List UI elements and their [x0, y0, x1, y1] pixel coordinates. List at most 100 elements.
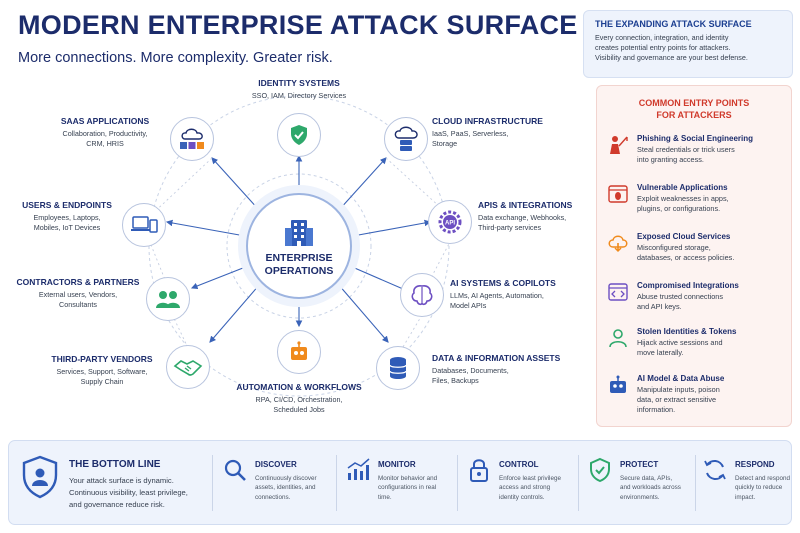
apis-desc: Data exchange, Webhooks,Third-party serv…: [478, 213, 583, 234]
connection-lines: [148, 95, 452, 397]
entry-name: Compromised Integrations: [637, 281, 739, 290]
users-desc-line2: Mobiles, IoT Devices: [33, 223, 101, 233]
page-title: MODERN ENTERPRISE ATTACK SURFACE: [18, 10, 578, 40]
user-identity-icon: [609, 329, 627, 348]
entry-text: Vulnerable Applications Exploit weakness…: [637, 183, 787, 214]
step-desc-line: Continuously discover: [255, 475, 317, 482]
step-desc-line: impact.: [735, 493, 756, 501]
step-desc-line: assets, identities, and: [255, 484, 316, 492]
expanding-title: THE EXPANDING ATTACK SURFACE: [595, 19, 752, 29]
step-desc-line: Detect and respond: [735, 475, 790, 482]
entry-name: Vulnerable Applications: [637, 183, 728, 192]
ai-desc: LLMs, AI Agents, Automation,Model APIs: [450, 291, 575, 312]
robot-icon: [291, 341, 307, 360]
bottom-line-text: Your attack surface is dynamic. Continuo…: [69, 475, 219, 510]
vendors-desc-line1: Services, Support, Software,: [56, 367, 148, 376]
step-name: MONITOR: [378, 460, 416, 469]
expanding-line1: Every connection, integration, and ident…: [595, 33, 729, 42]
users-desc: Employees, Laptops,Mobiles, IoT Devices: [12, 213, 122, 234]
automation-desc-line2: Scheduled Jobs: [273, 405, 325, 415]
ai-node: AI SYSTEMS & COPILOTS LLMs, AI Agents, A…: [450, 278, 575, 312]
automation-desc: RPA, CI/CD, Orchestration,Scheduled Jobs: [224, 395, 374, 416]
entry-title-line1: COMMON ENTRY POINTS: [638, 98, 750, 108]
data-node-circle: [376, 346, 420, 390]
expanding-text: Every connection, integration, and ident…: [595, 33, 781, 63]
saas-node: SAAS APPLICATIONS Collaboration, Product…: [40, 116, 170, 150]
contractors-desc-line1: External users, Vendors,: [38, 290, 118, 299]
shield-check-icon: [291, 125, 307, 145]
apis-desc-line1: Data exchange, Webhooks,: [478, 213, 567, 222]
entry-desc-line: Abuse trusted connections: [637, 292, 723, 301]
vendors-node-circle: [166, 345, 210, 389]
code-window-icon: [608, 283, 628, 301]
enterprise-operations-hub: ENTERPRISE OPERATIONS: [246, 193, 352, 299]
entry-desc-line: Manipulate inputs, poison: [637, 385, 720, 394]
step-desc-line: quickly to reduce: [735, 484, 783, 492]
database-icon: [389, 357, 407, 379]
entry-desc-line: Steal credentials or trick users: [637, 145, 735, 154]
identity-desc: SSO, IAM, Directory Services: [229, 91, 369, 101]
step-name: RESPOND: [735, 460, 775, 469]
step-desc-line: Monitor behavior and: [378, 475, 438, 482]
chart-trend-icon: [347, 458, 370, 480]
center-label: ENTERPRISE OPERATIONS: [265, 252, 334, 278]
cloud-desc-line2: Storage: [432, 139, 458, 149]
data-node: DATA & INFORMATION ASSETS Databases, Doc…: [432, 353, 572, 387]
entry-text: Stolen Identities & Tokens Hijack active…: [637, 327, 787, 358]
apis-desc-line2: Third-party services: [478, 223, 542, 233]
ai-desc-line2: Model APIs: [450, 301, 487, 311]
cloud-node-circle: [384, 117, 428, 161]
entry-name: AI Model & Data Abuse: [637, 374, 725, 383]
entry-name: Stolen Identities & Tokens: [637, 327, 737, 336]
magnifier-icon: [224, 459, 246, 481]
apis-node: APIS & INTEGRATIONS Data exchange, Webho…: [478, 200, 583, 234]
attack-surface-diagram: ENTERPRISE OPERATIONS API IDENTITY SYSTE…: [0, 70, 585, 440]
vendors-desc: Services, Support, Software,Supply Chain: [40, 367, 164, 388]
center-label-line1: ENTERPRISE: [265, 251, 333, 264]
identity-desc-line1: SSO, IAM, Directory Services: [251, 91, 347, 100]
ai-node-circle: [400, 273, 444, 317]
shield-check-outline-icon: [590, 457, 610, 483]
step-desc-line: and workloads across: [620, 484, 681, 492]
divider: [578, 455, 579, 511]
bottom-line1: Your attack surface is dynamic.: [69, 476, 174, 485]
laptop-mobile-icon: [131, 216, 158, 233]
contractors-desc: External users, Vendors,Consultants: [10, 290, 146, 311]
ai-robot-icon: [610, 375, 626, 393]
cloud-desc: IaaS, PaaS, Serverless,Storage: [432, 129, 552, 150]
entry-desc-line: plugins, or configurations.: [637, 204, 721, 214]
step-desc-line: Secure data, APIs,: [620, 475, 673, 482]
step-name: CONTROL: [499, 460, 539, 469]
page-subtitle: More connections. More complexity. Great…: [18, 50, 333, 66]
entry-desc: Exploit weaknesses in apps,plugins, or c…: [637, 194, 787, 214]
entry-desc-line: Misconfigured storage,: [637, 243, 711, 252]
expanding-line2: creates potential entry points for attac…: [595, 43, 731, 53]
automation-title: AUTOMATION & WORKFLOWS: [236, 382, 362, 392]
divider: [336, 455, 337, 511]
center-label-line2: OPERATIONS: [264, 265, 334, 277]
users-node: USERS & ENDPOINTS Employees, Laptops,Mob…: [12, 200, 122, 234]
saas-title: SAAS APPLICATIONS: [60, 116, 150, 126]
entry-text: Phishing & Social Engineering Steal cred…: [637, 134, 787, 165]
people-group-icon: [156, 291, 180, 308]
step-desc-line: environments.: [620, 493, 660, 501]
users-title: USERS & ENDPOINTS: [22, 200, 112, 210]
saas-desc-line1: Collaboration, Productivity,: [62, 129, 148, 138]
data-title: DATA & INFORMATION ASSETS: [432, 353, 561, 363]
step-desc-line: time.: [378, 493, 392, 501]
cloud-warning-icon: [608, 235, 628, 253]
automation-node-circle: [277, 330, 321, 374]
entry-desc-line: information.: [637, 405, 676, 415]
svg-text:API: API: [445, 221, 455, 227]
cloud-server-icon: [394, 126, 418, 151]
entry-title-line2: FOR ATTACKERS: [656, 110, 732, 121]
data-desc: Databases, Documents,Files, Backups: [432, 366, 572, 387]
bug-window-icon: [608, 185, 628, 203]
data-desc-line2: Files, Backups: [432, 376, 479, 386]
entry-name: Exposed Cloud Services: [637, 232, 731, 241]
